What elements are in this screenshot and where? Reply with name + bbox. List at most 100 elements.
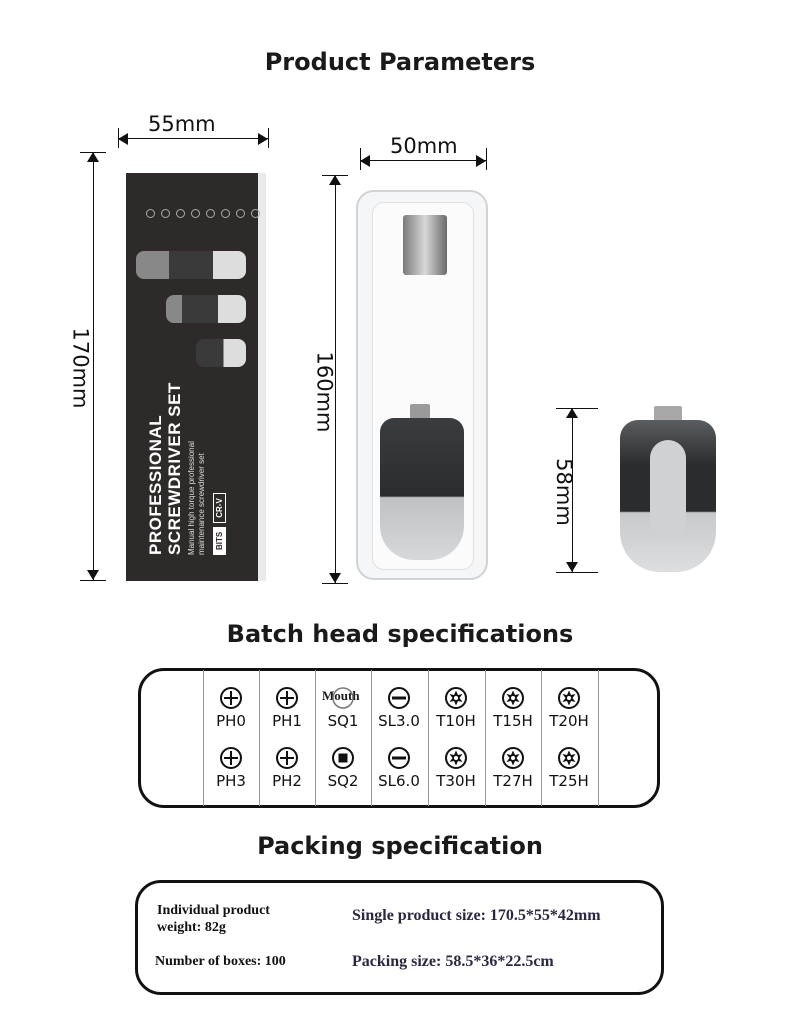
- column-divider: [485, 670, 486, 806]
- torx-icon: [444, 686, 468, 710]
- number-of-boxes: Number of boxes: 100: [155, 954, 286, 969]
- box-height-line: [93, 152, 94, 580]
- box-title: PROFESSIONAL SCREWDRIVER SET Manual high…: [146, 382, 226, 555]
- arrow-right-icon: [476, 155, 486, 167]
- box-height-tick-top: [80, 152, 106, 153]
- arrow-up-icon: [329, 175, 341, 185]
- bit-cell: PH0: [203, 686, 259, 730]
- torx-icon: [501, 746, 525, 770]
- bit-label: SL3.0: [378, 712, 420, 730]
- driver-cap: [654, 406, 682, 424]
- box-title-line2: SCREWDRIVER SET: [165, 382, 184, 555]
- torx-icon: [444, 746, 468, 770]
- individual-weight: Individual product weight: 82g: [157, 902, 270, 936]
- bit-cell: PH3: [203, 746, 259, 790]
- arrow-down-icon: [566, 562, 578, 572]
- square-icon-open: [331, 686, 355, 710]
- phillips-icon: [219, 746, 243, 770]
- arrow-up-icon: [87, 152, 99, 162]
- bit-label: SL6.0: [378, 772, 420, 790]
- bit-label: PH1: [272, 712, 302, 730]
- arrow-right-icon: [258, 133, 268, 145]
- badge-bits: BITS: [213, 526, 226, 555]
- bit-label: T30H: [436, 772, 476, 790]
- torx-icon: [501, 686, 525, 710]
- box-title-line1: PROFESSIONAL: [146, 414, 165, 555]
- product-box-image: [126, 173, 266, 581]
- bit-cell: T25H: [541, 746, 597, 790]
- handle-image: [380, 418, 464, 560]
- phillips-icon: [275, 686, 299, 710]
- box-height-label: 170mm: [68, 327, 93, 409]
- bit-label: T15H: [493, 712, 533, 730]
- column-divider: [541, 670, 542, 806]
- bit-label: PH2: [272, 772, 302, 790]
- arrow-left-icon: [118, 133, 128, 145]
- bit-cell: SQ1: [315, 686, 371, 730]
- case-height-label: 160mm: [312, 351, 337, 433]
- bit-cell: T15H: [485, 686, 541, 730]
- square-icon: [331, 746, 355, 770]
- bit-label: T20H: [549, 712, 589, 730]
- individual-weight-line2: weight: 82g: [157, 920, 226, 935]
- bits-spec-table: [138, 668, 660, 808]
- arrow-down-icon: [87, 570, 99, 580]
- box-width-tick-right: [268, 128, 269, 148]
- box-width-line: [118, 138, 268, 139]
- box-width-tick-left: [118, 128, 119, 148]
- bit-cell: T20H: [541, 686, 597, 730]
- bit-label: T25H: [549, 772, 589, 790]
- column-divider: [315, 670, 316, 806]
- box-height-tick-bottom: [80, 580, 106, 581]
- bit-cell: PH2: [259, 746, 315, 790]
- title-batch-head: Batch head specifications: [226, 620, 574, 648]
- bit-label: SQ2: [327, 772, 359, 790]
- case-width-line: [360, 160, 486, 161]
- title-product-parameters: Product Parameters: [264, 48, 536, 76]
- bit-cell: SL6.0: [371, 746, 427, 790]
- arrow-left-icon: [360, 155, 370, 167]
- arrow-down-icon: [329, 573, 341, 583]
- torx-icon: [557, 746, 581, 770]
- bit-label: T10H: [436, 712, 476, 730]
- packing-size: Packing size: 58.5*36*22.5cm: [352, 953, 554, 970]
- driver-illustration-1: [136, 251, 246, 279]
- column-divider: [259, 670, 260, 806]
- phillips-icon: [219, 686, 243, 710]
- bit-label: T27H: [493, 772, 533, 790]
- column-divider: [598, 670, 599, 806]
- driver-height-line: [572, 408, 573, 572]
- case-width-tick-right: [486, 148, 487, 170]
- bit-cell: PH1: [259, 686, 315, 730]
- case-height-tick-bottom: [322, 583, 348, 584]
- driver-grip: [650, 440, 686, 540]
- packing-box: [135, 880, 664, 995]
- column-divider: [428, 670, 429, 806]
- phillips-icon: [275, 746, 299, 770]
- bit-cell: T30H: [428, 746, 484, 790]
- case-width-label: 50mm: [390, 134, 458, 158]
- badge-crv: CR-V: [213, 493, 226, 523]
- handle-cap: [410, 404, 430, 420]
- slotted-icon: [387, 746, 411, 770]
- single-product-size: Single product size: 170.5*55*42mm: [352, 907, 601, 924]
- column-divider: [203, 670, 204, 806]
- title-packing: Packing specification: [257, 832, 543, 860]
- box-sub-line1: Manual high torque professional: [187, 441, 196, 555]
- box-sub-line2: maintenance screwdriver set: [197, 453, 206, 555]
- bit-dots: [146, 209, 260, 218]
- bit-set-image: [403, 215, 447, 275]
- driver-height-tick-bottom: [556, 572, 598, 573]
- arrow-up-icon: [566, 408, 578, 418]
- slotted-icon: [387, 686, 411, 710]
- bit-cell: SQ2: [315, 746, 371, 790]
- case-width-tick-left: [360, 148, 361, 170]
- case-height-line: [335, 175, 336, 583]
- torx-icon: [557, 686, 581, 710]
- case-height-tick-top: [322, 175, 348, 176]
- bit-label: PH3: [216, 772, 246, 790]
- bit-label: SQ1: [327, 712, 359, 730]
- bit-cell: SL3.0: [371, 686, 427, 730]
- driver-illustration-3: [196, 339, 246, 367]
- box-width-label: 55mm: [148, 112, 216, 136]
